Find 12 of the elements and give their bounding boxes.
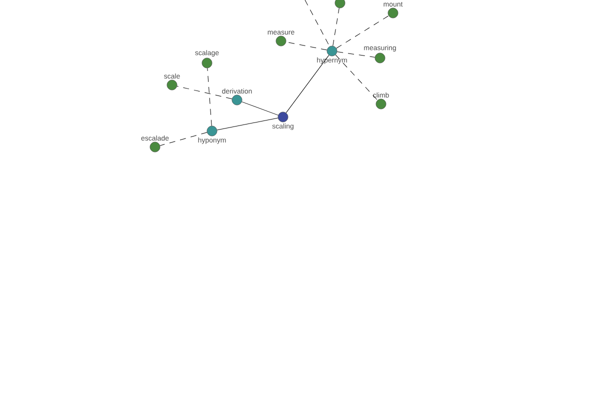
connector bbox=[207, 68, 212, 126]
connector bbox=[242, 102, 278, 116]
circle-node bbox=[334, 0, 346, 8]
connector bbox=[176, 86, 232, 100]
connector bbox=[286, 54, 330, 114]
connector bbox=[216, 118, 278, 130]
connector bbox=[160, 132, 208, 146]
connector bbox=[286, 42, 328, 50]
connector bbox=[336, 16, 389, 48]
connector bbox=[335, 54, 378, 100]
connector bbox=[336, 52, 376, 58]
connector bbox=[304, 0, 330, 47]
